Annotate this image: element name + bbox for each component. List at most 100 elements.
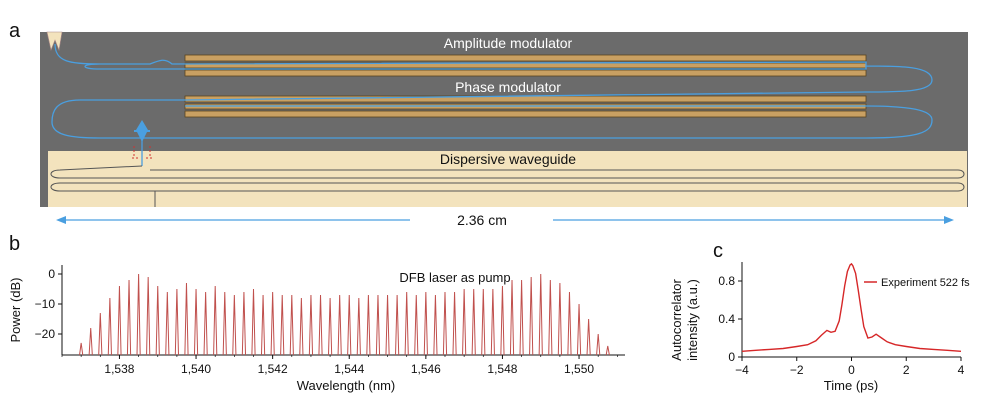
comb-line <box>327 297 333 356</box>
dispersive-spiral <box>50 165 965 207</box>
comb-line <box>251 288 256 356</box>
comb-line <box>605 345 610 356</box>
comb-line <box>184 282 189 356</box>
comb-line <box>270 291 275 356</box>
panel-letter-c: c <box>713 240 723 262</box>
comb-line <box>404 291 409 356</box>
electrode <box>184 110 867 118</box>
comb-line <box>395 294 400 356</box>
legend-label: Experiment 522 fs <box>881 277 970 289</box>
comb-line <box>356 297 361 356</box>
comb-line <box>213 285 218 356</box>
comb-line <box>375 294 381 356</box>
dispersive-region <box>48 151 967 207</box>
comb-line <box>79 342 84 356</box>
comb-line <box>481 288 486 356</box>
comb-line <box>366 294 371 356</box>
y-tick-label: 0 <box>48 267 55 281</box>
x-tick-label: 1,548 <box>487 362 517 376</box>
comb-line <box>347 294 352 356</box>
comb-line <box>509 279 515 356</box>
optical-waveguide <box>51 43 933 139</box>
x-tick-label: 1,550 <box>564 362 594 376</box>
electrode <box>184 69 867 77</box>
comb-line <box>107 297 112 356</box>
comb-line <box>500 285 505 356</box>
y-tick-label: 0 <box>728 350 735 364</box>
x-tick-label: 0 <box>848 363 855 377</box>
y-tick-label: −10 <box>35 297 56 311</box>
x-tick-label: −2 <box>790 363 804 377</box>
comb-line <box>289 294 294 356</box>
comb-line <box>155 285 160 356</box>
comb-line <box>222 291 227 356</box>
legend: Experiment 522 fs <box>864 277 970 289</box>
y-tick-label: 0.4 <box>718 312 735 326</box>
comb-line <box>165 291 170 356</box>
x-tick-label: 1,542 <box>258 362 288 376</box>
comb-line <box>529 276 534 356</box>
chip-schematic: Amplitude modulator Phase modulator Disp… <box>40 31 968 228</box>
comb-line <box>203 291 208 356</box>
length-label: 2.36 cm <box>457 212 507 228</box>
comb-line <box>490 288 495 356</box>
comb-line <box>299 297 304 356</box>
comb-line <box>462 288 467 356</box>
panel-letter-b: b <box>9 233 21 255</box>
comb-line <box>519 279 524 356</box>
comb-line <box>423 291 428 356</box>
comb-line <box>576 303 582 356</box>
comb-line <box>452 291 457 356</box>
comb-line <box>193 288 199 356</box>
dispersive-waveguide-label: Dispersive waveguide <box>440 151 576 167</box>
x-tick-label: 1,538 <box>104 362 134 376</box>
amplitude-modulator <box>184 54 867 77</box>
x-axis-label: Time (ps) <box>824 378 878 393</box>
comb-line <box>260 294 266 356</box>
comb-line <box>318 294 323 356</box>
input-taper <box>46 31 63 52</box>
autocorr-trace <box>741 262 962 352</box>
comb-spectrum-chart: 1,538 1,540 1,542 1,544 1,546 1,548 1,550 0 −10 −… <box>8 265 625 393</box>
comb-line <box>567 291 572 356</box>
x-tick-label: 1,544 <box>334 362 364 376</box>
comb-line <box>280 294 285 356</box>
phase-modulator-label: Phase modulator <box>455 79 561 95</box>
pump-annotation: DFB laser as pump <box>399 270 510 285</box>
comb-line <box>232 294 237 356</box>
comb-line <box>385 294 390 356</box>
comb-line <box>548 279 553 356</box>
comb-line <box>136 273 141 356</box>
comb-line <box>596 333 601 356</box>
comb-line <box>88 327 93 356</box>
length-scale-arrow <box>56 216 954 224</box>
x-tick-label: 2 <box>903 363 910 377</box>
x-tick-label: −4 <box>735 363 749 377</box>
y-tick-label: −20 <box>35 327 56 341</box>
comb-line <box>146 276 151 356</box>
x-axis-label: Wavelength (nm) <box>297 378 396 393</box>
comb-line <box>586 318 591 356</box>
comb-line <box>471 288 476 356</box>
comb-line <box>174 288 179 356</box>
comb-line <box>126 279 132 356</box>
x-tick-label: 1,546 <box>411 362 441 376</box>
comb-line <box>241 291 247 356</box>
comb-line <box>433 294 438 356</box>
comb-line <box>308 294 314 356</box>
amplitude-modulator-label: Amplitude modulator <box>444 35 573 51</box>
panel-letter-a: a <box>9 20 21 42</box>
comb-line <box>414 294 419 356</box>
comb-line <box>337 294 342 356</box>
comb-line <box>538 273 543 356</box>
comb-lines <box>79 273 610 356</box>
y-axis-label-line1: Autocorrelator <box>669 279 684 361</box>
comb-line <box>98 312 103 356</box>
comb-line <box>117 285 122 356</box>
comb-line <box>442 291 448 356</box>
x-tick-label: 1,540 <box>181 362 211 376</box>
electrode <box>184 54 867 62</box>
x-tick-label: 4 <box>958 363 965 377</box>
